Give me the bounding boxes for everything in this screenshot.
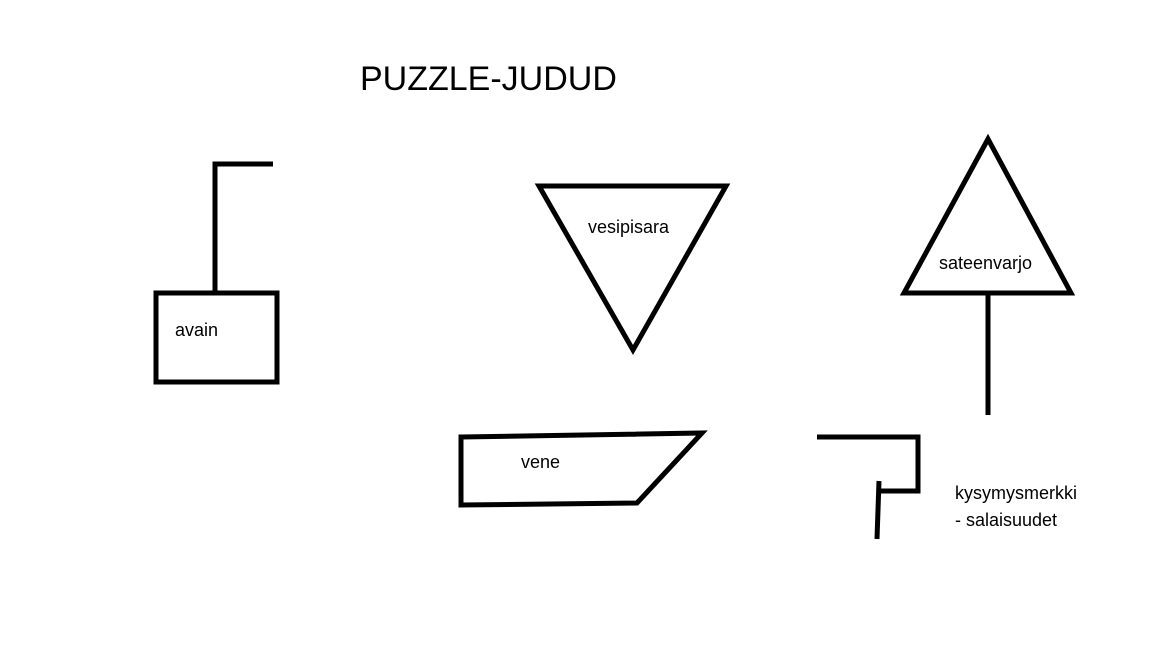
question-label-line2: - salaisuudet [955, 510, 1057, 530]
key-label: avain [175, 320, 218, 340]
question-mark-shape: kysymysmerkki - salaisuudet [817, 434, 1077, 540]
boat-label: vene [521, 452, 560, 472]
drop-label: vesipisara [588, 217, 670, 237]
boat-hull [458, 430, 708, 508]
question-label-line1: kysymysmerkki [955, 483, 1077, 503]
diagram-title: PUZZLE-JUDUD [360, 60, 617, 98]
drop-triangle [534, 183, 731, 356]
umbrella-label: sateenvarjo [939, 253, 1032, 273]
key-handle [212, 161, 273, 293]
key-shape: avain [153, 161, 280, 385]
question-mark-top [817, 434, 921, 494]
umbrella-shape: sateenvarjo [899, 133, 1076, 415]
drop-shape: vesipisara [534, 183, 731, 356]
boat-shape: vene [458, 430, 708, 508]
question-mark-stem [874, 480, 882, 540]
